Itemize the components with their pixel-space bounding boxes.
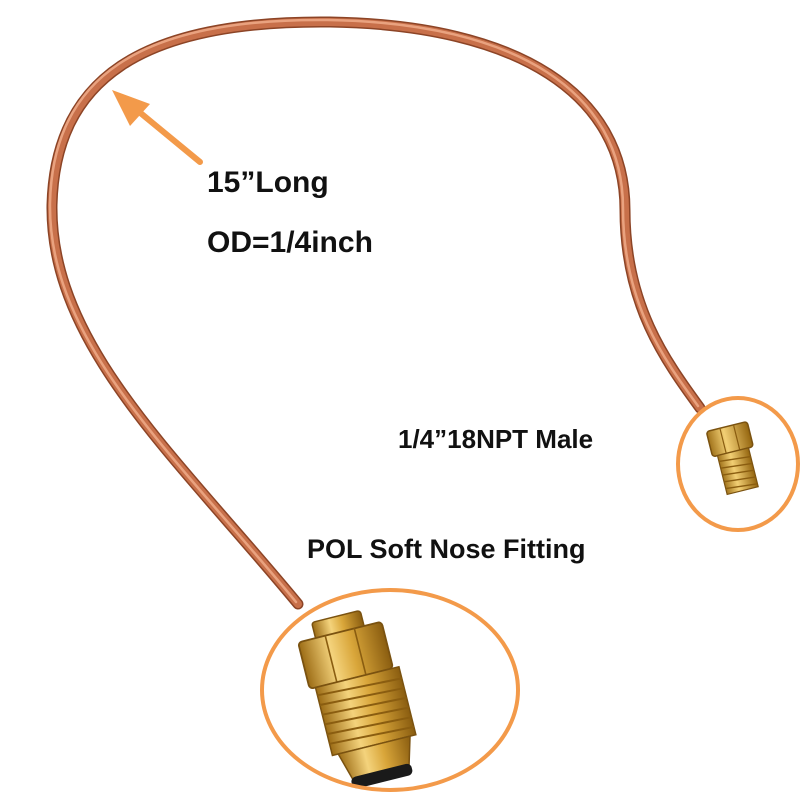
npt-male-fitting [706,421,759,496]
callout-circle-npt [676,396,800,532]
pol-fitting-label: POL Soft Nose Fitting [307,534,586,564]
npt-male-label: 1/4”18NPT Male [398,424,594,454]
copper-tube [46,16,706,610]
pol-soft-nose-fitting [298,610,417,789]
orange-arrow-icon [112,90,203,165]
callout-circle-pol [260,588,520,792]
length-label: 15”Long [207,166,329,199]
outer-diameter-label: OD=1/4inch [207,226,373,259]
